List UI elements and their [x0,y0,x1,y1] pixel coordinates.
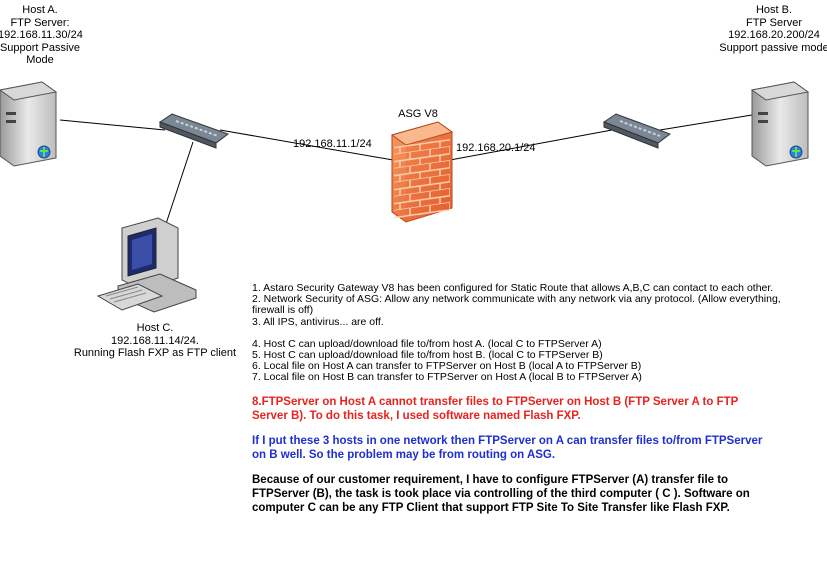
right-gateway-ip: 192.168.20.1/24 [456,142,536,154]
note-item-5: 5. Host C can upload/download file to/fr… [252,349,603,362]
note-item-7: 7. Local file on Host B can transfer to … [252,371,642,384]
host-c-role: Running Flash FXP as FTP client [73,347,237,359]
host-b-title: Host B. [755,4,793,16]
host-b-ip: 192.168.20.200/24 [728,29,820,41]
note-item-3: 3. All IPS, antivirus... are off. [252,315,384,328]
firewall-icon [390,121,454,223]
host-a-mode-cont: Mode [26,54,54,66]
left-gateway-ip: 192.168.11.1/24 [293,138,372,150]
server-icon-host-b [750,81,810,167]
note-observation: If I put these 3 hosts in one network th… [252,434,763,461]
note-item-1: 1. Astaro Security Gateway V8 has been c… [252,282,774,294]
computer-icon-host-c [96,217,197,313]
server-icon-host-a [0,81,58,167]
host-b-role: FTP Server [745,16,803,29]
host-c-title: Host C. [136,322,174,334]
host-b-mode: Support passive mode [719,41,827,54]
host-c-label: Host C. 192.168.11.14/24. Running Flash … [55,322,255,360]
host-a-mode: Support Passive [0,41,81,54]
host-b-label: Host B. FTP Server 192.168.20.200/24 Sup… [712,4,827,54]
host-a-ip: 192.168.11.30/24 [0,29,83,41]
note-requirement: Because of our customer requirement, I h… [252,473,750,514]
host-a-title: Host A. [22,4,58,16]
host-a-role: FTP Server: [10,16,70,29]
note-problem: 8.FTPServer on Host A cannot transfer fi… [252,395,739,422]
host-c-ip: 192.168.11.14/24. [111,334,199,347]
notes-block: 1. Astaro Security Gateway V8 has been c… [252,282,792,515]
switch-icon-left [158,113,230,149]
note-item-2: 2. Network Security of ASG: Allow any ne… [252,293,781,317]
link-switch-firewall [219,129,394,161]
note-item-4: 4. Host C can upload/download file to/fr… [252,337,602,350]
firewall-label: ASG V8 [398,108,438,120]
switch-icon-right [602,113,672,149]
host-a-label: Host A. FTP Server: 192.168.11.30/24 Sup… [0,4,83,67]
link-switch-hostB [659,114,753,131]
links [59,114,753,243]
link-firewall-switch [449,129,613,161]
note-item-6: 6. Local file on Host A can transfer to … [252,360,642,373]
link-hostA-switch [59,119,166,131]
